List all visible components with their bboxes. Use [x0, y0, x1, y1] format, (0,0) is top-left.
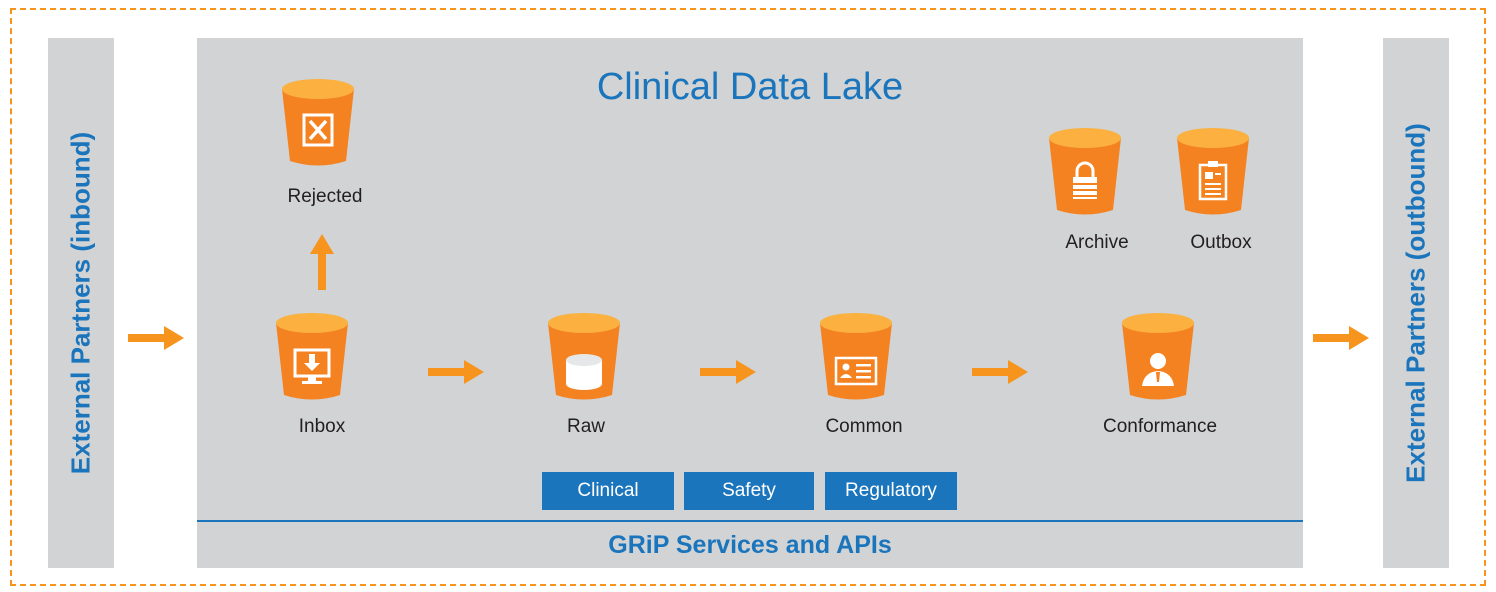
conformance-label: Conformance — [1102, 416, 1218, 437]
lock-icon — [1073, 161, 1097, 199]
common-bucket — [818, 312, 894, 402]
person-icon — [1142, 353, 1174, 386]
common-label: Common — [825, 416, 903, 437]
raw-to-common-arrow — [700, 360, 756, 384]
inbox-label: Inbox — [298, 416, 346, 437]
download-monitor-icon — [293, 348, 331, 384]
raw-bucket — [546, 312, 622, 402]
archive-bucket — [1047, 127, 1123, 217]
id-card-icon — [834, 356, 878, 386]
outbound-arrow — [1313, 326, 1369, 350]
outbox-label: Outbox — [1190, 232, 1252, 253]
inbox-to-rejected-arrow — [310, 234, 334, 290]
inbox-bucket — [274, 312, 350, 402]
tag-regulatory: Regulatory — [825, 472, 957, 510]
archive-label: Archive — [1065, 232, 1129, 253]
outbound-partners-label: External Partners (outbound) — [1400, 123, 1431, 483]
common-to-conformance-arrow — [972, 360, 1028, 384]
outbox-bucket — [1175, 127, 1251, 217]
inbound-partners-label: External Partners (inbound) — [65, 131, 96, 475]
services-label: GRiP Services and APIs — [608, 531, 892, 559]
raw-label: Raw — [566, 416, 605, 437]
rejected-bucket — [280, 78, 356, 168]
tag-safety: Safety — [684, 472, 814, 510]
tag-clinical: Clinical — [542, 472, 674, 510]
services-divider — [197, 520, 1303, 522]
inbound-partners-panel: External Partners (inbound) — [48, 38, 114, 568]
diagram-frame — [10, 8, 1486, 586]
clipboard-icon — [1198, 161, 1228, 201]
inbound-arrow — [128, 326, 184, 350]
database-icon — [566, 354, 602, 390]
conformance-bucket — [1120, 312, 1196, 402]
outbound-partners-panel: External Partners (outbound) — [1383, 38, 1449, 568]
lake-title: Clinical Data Lake — [596, 66, 904, 108]
clinical-data-lake-panel: Clinical Data Lake Clinical Safety Regul… — [197, 38, 1303, 568]
reject-x-icon — [302, 113, 334, 147]
inbox-to-raw-arrow — [428, 360, 484, 384]
rejected-label: Rejected — [287, 186, 363, 207]
